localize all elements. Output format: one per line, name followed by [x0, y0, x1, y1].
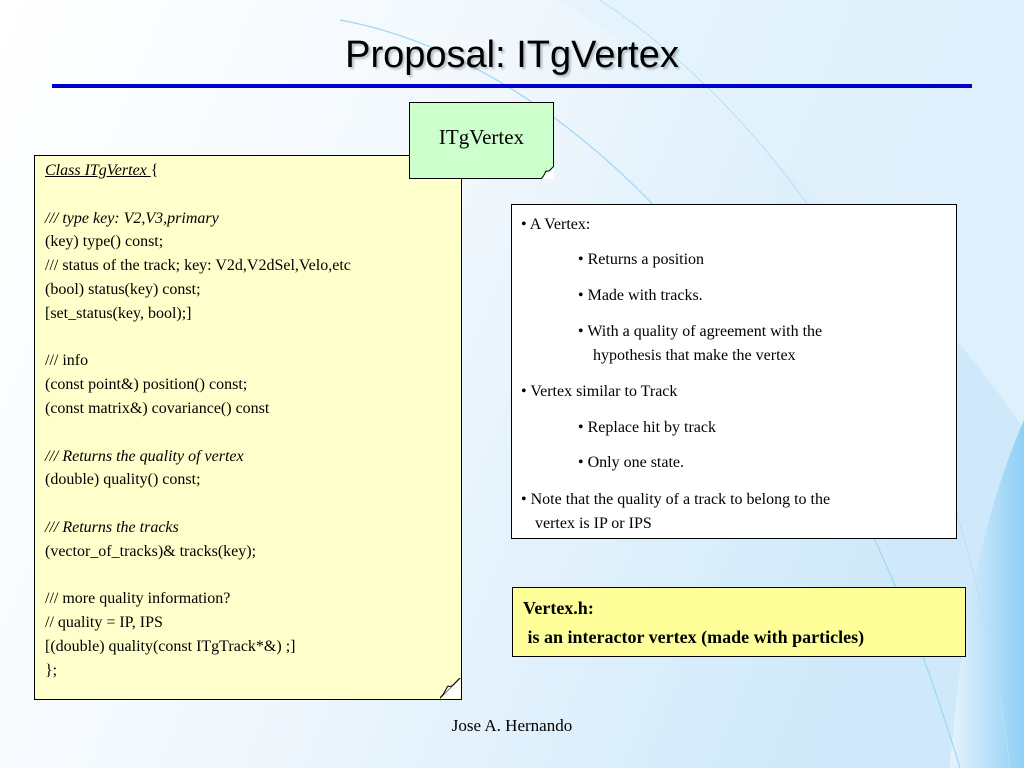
- itgvertex-tag-note: ITgVertex: [409, 102, 554, 179]
- code-line: // quality = IP, IPS: [45, 614, 163, 632]
- code-line: (vector_of_tracks)& tracks(key);: [45, 542, 257, 560]
- vertex-description-box: • A Vertex: • Returns a position • Made wi…: [511, 204, 957, 539]
- footer-author: Jose A. Hernando: [451, 716, 573, 735]
- bullet-item: • A Vertex:: [521, 216, 591, 233]
- sub-bullet-item: • Only one state.: [578, 454, 685, 471]
- code-line: /// Returns the tracks: [45, 518, 179, 536]
- open-brace: {: [150, 162, 159, 179]
- sub-bullet-item: • Replace hit by track: [578, 419, 716, 436]
- code-line: [45, 421, 451, 445]
- code-line: (const point&) position() const;: [45, 376, 248, 394]
- title-underline: [52, 84, 972, 88]
- callout-line-1: Vertex.h:: [523, 598, 594, 618]
- sub-bullet-item: • Returns a position: [578, 251, 705, 268]
- code-line: [(double) quality(const ITgTrack*&) ;]: [45, 637, 296, 655]
- code-line: /// type key: V2,V3,primary: [45, 209, 219, 227]
- sub-bullet-item: hypothesis that make the vertex: [593, 347, 796, 364]
- note-fold-icon: [440, 678, 461, 699]
- code-line: };: [45, 661, 58, 679]
- callout-line-2: is an interactor vertex (made with parti…: [523, 627, 865, 647]
- sub-bullet-item: • With a quality of agreement with the: [578, 323, 823, 340]
- bullet-item: • Vertex similar to Track: [521, 383, 678, 400]
- code-line: [set_status(key, bool);]: [45, 304, 192, 322]
- code-line: (key) type() const;: [45, 233, 164, 251]
- code-line: [45, 564, 451, 588]
- code-line: [45, 326, 451, 350]
- class-name: Class ITgVertex: [45, 162, 151, 179]
- slide-title: Proposal: ITgVertex: [345, 34, 679, 76]
- tag-label: ITgVertex: [438, 125, 525, 149]
- code-lines: Class ITgVertex { /// type key: V2,V3,pri…: [35, 156, 461, 686]
- code-line: (double) quality() const;: [45, 471, 201, 489]
- bullet-item: • Note that the quality of a track to be…: [521, 491, 831, 508]
- code-line: /// Returns the quality of vertex: [45, 447, 244, 465]
- vertex-h-callout: Vertex.h: is an interactor vertex (made …: [512, 587, 966, 657]
- code-line: (bool) status(key) const;: [45, 280, 201, 298]
- code-line: Class ITgVertex {: [45, 159, 451, 183]
- sub-bullet-item: • Made with tracks.: [578, 287, 703, 304]
- tag-fold-icon: [541, 166, 555, 180]
- code-line: /// info: [45, 352, 89, 370]
- code-line: [45, 183, 451, 207]
- code-line: /// status of the track; key: V2d,V2dSel…: [45, 257, 351, 275]
- code-line: /// more quality information?: [45, 590, 231, 608]
- code-line: (const matrix&) covariance() const: [45, 399, 270, 417]
- bullet-item: vertex is IP or IPS: [535, 515, 652, 532]
- class-definition-note: Class ITgVertex { /// type key: V2,V3,pri…: [34, 155, 462, 700]
- code-line: [45, 492, 451, 516]
